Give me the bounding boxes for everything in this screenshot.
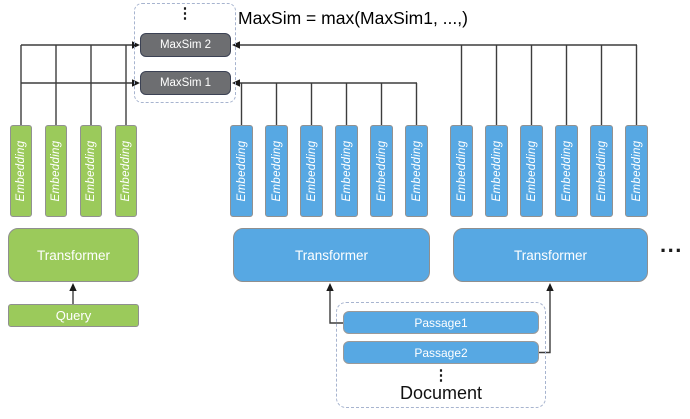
- embedding-label: Embedding: [305, 140, 318, 202]
- embedding-label: Embedding: [560, 140, 573, 202]
- passage1-embedding-box: Embedding: [370, 125, 393, 217]
- maxsim-1-box: MaxSim 1: [140, 71, 231, 95]
- passage2-embedding-box: Embedding: [555, 125, 578, 217]
- passage1-embedding-box: Embedding: [230, 125, 253, 217]
- query-box: Query: [8, 304, 139, 327]
- query-embedding-box: Embedding: [10, 125, 32, 217]
- passage1-box: Passage1: [343, 311, 539, 334]
- maxsim-group-box: [134, 3, 236, 103]
- passage2-embedding-box: Embedding: [625, 125, 648, 217]
- passage1-transformer-box: Transformer: [233, 228, 430, 282]
- embedding-label: Embedding: [375, 140, 388, 202]
- embedding-label: Embedding: [410, 140, 423, 202]
- passage2-box: Passage2: [343, 341, 539, 364]
- maxsim-ellipsis: ⋮: [177, 5, 193, 22]
- maxsim-2-box: MaxSim 2: [140, 33, 231, 57]
- passage2-embedding-box: Embedding: [520, 125, 543, 217]
- passage1-embedding-box: Embedding: [265, 125, 288, 217]
- document-label: Document: [399, 383, 483, 403]
- embedding-label: Embedding: [85, 140, 97, 202]
- embedding-label: Embedding: [525, 140, 538, 202]
- passage2-embedding-box: Embedding: [450, 125, 473, 217]
- passage2-embedding-box: Embedding: [485, 125, 508, 217]
- document-ellipsis: ⋮: [433, 367, 449, 384]
- embedding-label: Embedding: [120, 140, 132, 202]
- arrowhead-passage1-transformer: [326, 283, 334, 291]
- embedding-label: Embedding: [340, 140, 353, 202]
- embedding-label: Embedding: [270, 140, 283, 202]
- document-group-box: [336, 302, 546, 408]
- query-transformer-box: Transformer: [8, 228, 139, 282]
- passage1-embedding-box: Embedding: [300, 125, 323, 217]
- embedding-label: Embedding: [15, 140, 27, 202]
- query-embedding-box: Embedding: [115, 125, 137, 217]
- passage2-transformer-box: Transformer: [453, 228, 648, 282]
- query-embedding-box: Embedding: [80, 125, 102, 217]
- passage2-embedding-box: Embedding: [590, 125, 613, 217]
- embedding-label: Embedding: [235, 140, 248, 202]
- query-embedding-box: Embedding: [45, 125, 67, 217]
- embedding-label: Embedding: [630, 140, 643, 202]
- more-transformers-ellipsis: ...: [660, 232, 683, 257]
- arrowhead-passage2-transformer: [546, 283, 554, 291]
- embedding-label: Embedding: [50, 140, 62, 202]
- embedding-label: Embedding: [455, 140, 468, 202]
- passage1-embedding-box: Embedding: [335, 125, 358, 217]
- formula-title: MaxSim = max(MaxSim1, ...,): [238, 8, 468, 28]
- arrowhead-query-transformer: [69, 283, 77, 291]
- embedding-label: Embedding: [595, 140, 608, 202]
- passage1-embedding-box: Embedding: [405, 125, 428, 217]
- embedding-label: Embedding: [490, 140, 503, 202]
